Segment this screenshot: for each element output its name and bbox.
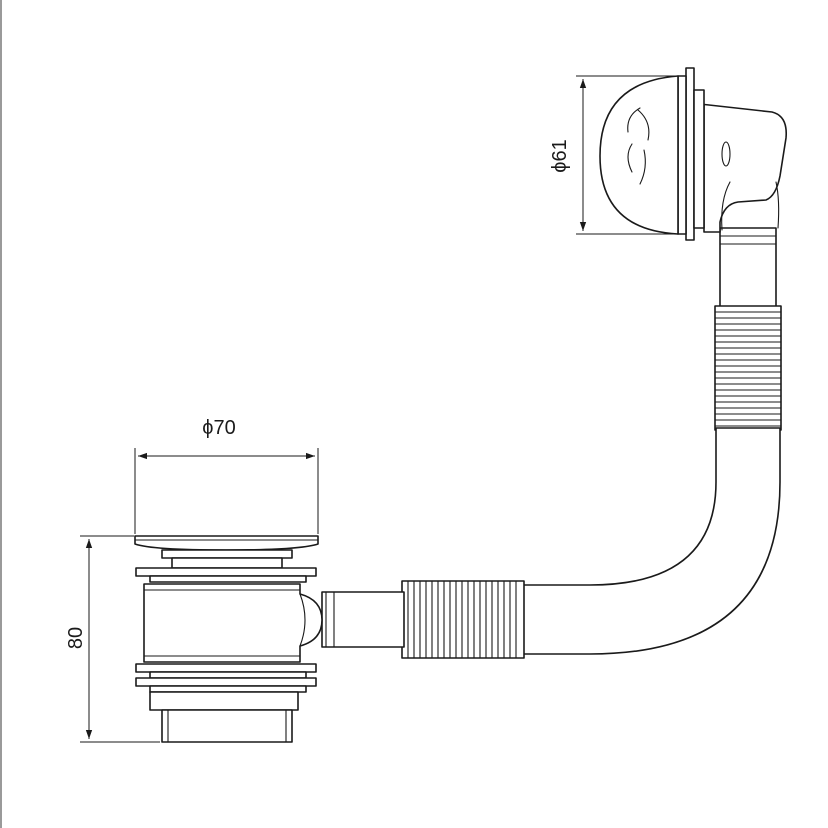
dimension-outlet-diameter: ϕ70: [134, 417, 319, 534]
outlet-diameter-label: ϕ70: [202, 417, 235, 439]
overflow-elbow: [699, 103, 788, 233]
height-label: 80: [65, 627, 87, 649]
horizontal-corrugated-section: [401, 580, 525, 659]
pipe-bend: [519, 427, 781, 655]
dimension-height: 80: [65, 535, 160, 743]
dimension-overflow-diameter: ϕ61: [549, 75, 676, 235]
overflow-stem: [719, 227, 777, 311]
waste-tail: [161, 709, 293, 743]
waste-body: [134, 535, 323, 743]
overflow-cover: [599, 75, 679, 235]
overflow-head: [599, 67, 788, 241]
waste-nut: [149, 691, 299, 711]
waste-cap: [134, 535, 319, 551]
overflow-diameter-label: ϕ61: [549, 139, 571, 172]
overflow-pipe: [321, 227, 782, 659]
vertical-corrugated-section: [714, 305, 782, 431]
waste-main-body: [143, 583, 323, 663]
